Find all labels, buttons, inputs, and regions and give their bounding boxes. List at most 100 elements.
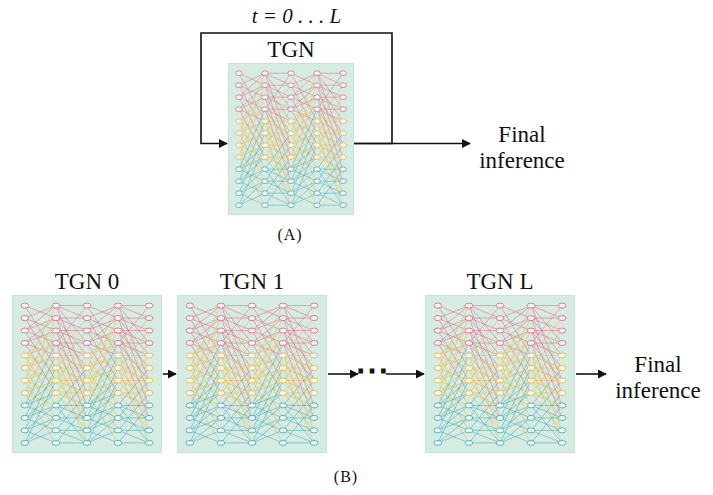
network-link	[438, 318, 469, 380]
network-link	[25, 368, 56, 430]
network-link	[283, 417, 314, 418]
network-link	[531, 343, 562, 344]
network-link	[221, 368, 252, 405]
network-link	[239, 109, 265, 157]
network-link	[283, 405, 314, 442]
network-link	[25, 331, 56, 393]
network-link	[265, 133, 291, 134]
network-link	[317, 109, 343, 110]
neuron	[186, 316, 194, 321]
network-link	[531, 405, 562, 406]
neuron	[186, 415, 194, 420]
network-link	[118, 343, 149, 380]
neuron	[217, 403, 225, 408]
network-link	[500, 380, 531, 442]
neuron	[496, 316, 504, 321]
network-link	[118, 417, 149, 418]
network-link	[56, 380, 87, 417]
network-link	[221, 405, 252, 442]
network-link	[469, 305, 500, 306]
edge-label: t = 0 . . . L	[249, 4, 344, 29]
network-link	[25, 393, 56, 443]
network-link	[438, 306, 469, 368]
neuron	[186, 403, 194, 408]
neuron	[52, 415, 60, 420]
network-link	[265, 85, 291, 157]
neuron	[145, 316, 153, 321]
network-link	[283, 306, 314, 381]
neuron	[279, 403, 287, 408]
neuron	[558, 316, 566, 321]
network-link	[283, 356, 314, 393]
neuron	[310, 415, 318, 420]
neuron	[83, 365, 91, 370]
neuron	[21, 378, 29, 383]
network-link	[25, 393, 56, 418]
network-link	[118, 355, 149, 356]
network-link	[56, 368, 87, 405]
network-link	[438, 356, 469, 406]
network-link	[265, 85, 291, 121]
network-link	[531, 343, 562, 418]
network-link	[221, 356, 252, 431]
network-link	[118, 380, 149, 381]
network-link	[56, 318, 87, 355]
network-link	[531, 430, 562, 442]
network-link	[469, 306, 500, 343]
neuron	[288, 131, 294, 136]
network-link	[190, 430, 221, 442]
neuron	[145, 378, 153, 383]
network-link	[531, 305, 562, 306]
network-link	[283, 318, 314, 355]
network-link	[438, 318, 469, 330]
neuron	[52, 365, 60, 370]
neuron	[236, 191, 242, 196]
network-link	[438, 430, 469, 442]
neuron	[527, 341, 535, 346]
network-link	[531, 442, 562, 443]
network-link	[87, 380, 118, 442]
network-link	[25, 380, 56, 430]
neuron	[558, 365, 566, 370]
neuron	[340, 83, 346, 88]
network-link	[469, 356, 500, 393]
network-link	[25, 306, 56, 356]
network-link	[190, 393, 221, 418]
network-link	[283, 368, 314, 369]
network-link	[239, 181, 265, 193]
network-link	[252, 380, 283, 405]
neuron	[465, 341, 473, 346]
network-link	[56, 368, 87, 369]
neuron	[288, 179, 294, 184]
network-link	[221, 356, 252, 393]
network-link	[252, 331, 283, 381]
network-link	[317, 157, 343, 158]
network-link	[252, 343, 283, 393]
network-link	[87, 306, 118, 318]
neuron	[262, 179, 268, 184]
network-link	[500, 393, 531, 418]
network-link	[500, 318, 531, 330]
network-link	[56, 356, 87, 393]
network-link	[469, 356, 500, 393]
network-link	[531, 306, 562, 343]
network-link	[265, 157, 291, 193]
neuron	[186, 341, 194, 346]
network-link	[531, 405, 562, 442]
network-link	[317, 121, 343, 122]
network-box	[228, 63, 354, 215]
network-link	[221, 442, 252, 443]
network-link	[118, 380, 149, 417]
network-link	[190, 306, 221, 368]
output-label: Final inference	[604, 352, 712, 404]
network-link	[469, 405, 500, 406]
network-link	[221, 343, 252, 380]
network-link	[265, 157, 291, 193]
network-link	[252, 368, 283, 418]
network-link	[239, 145, 265, 205]
neuron	[21, 303, 29, 308]
neuron	[434, 403, 442, 408]
network-link	[531, 356, 562, 393]
neuron	[496, 403, 504, 408]
network-link	[500, 418, 531, 430]
